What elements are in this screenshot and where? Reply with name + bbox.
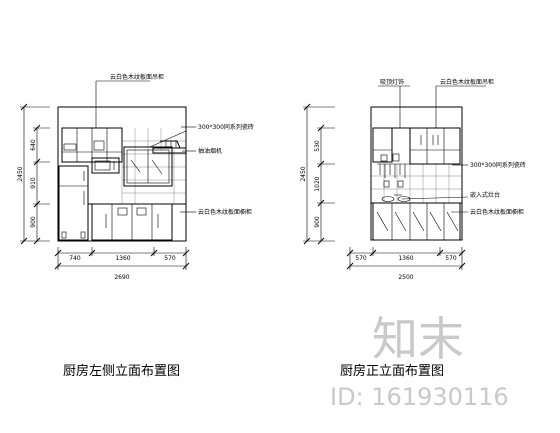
left-window [123,146,173,187]
right-dim-total: 2500 [398,274,413,281]
left-leaders [95,80,196,213]
right-upper-cabinet-left [372,127,393,163]
left-note-hood: 抽油烟机 [198,147,222,155]
left-title: 厨房左侧立面布置图 [63,363,180,379]
left-dim-side-3: 900 [30,216,37,228]
right-elevation: 吸顶灯饰 云白色木纹板面吊柜 300*300同系列瓷砖 嵌入式灶台 云白色木纹板… [300,78,526,379]
right-note-pendant: 吸顶灯饰 [380,78,404,86]
right-dim-bottom-3: 570 [445,255,457,262]
left-refrigerator [58,165,89,241]
left-dim-bottom-3: 570 [164,255,176,262]
right-dim-side-1: 530 [314,140,321,152]
left-elevation: 云白色木纹板面吊柜 300*300同系列瓷砖 抽油烟机 云白色木纹板面橱柜 24… [17,73,254,379]
right-dim-height: 2450 [300,166,307,181]
right-dim-vertical [303,103,335,245]
left-note-upper-cabinet: 云白色木纹板面吊柜 [110,73,164,81]
left-tile-grid [121,128,186,204]
watermark: 知末 ID: 161930116 [330,312,509,411]
left-base-cabinet [88,203,186,241]
right-note-tile: 300*300同系列瓷砖 [470,161,526,169]
left-dim-vertical [20,103,50,245]
right-note-stove: 嵌入式灶台 [470,191,500,199]
left-dim-height: 2450 [17,166,24,181]
right-wall-outline [370,106,463,241]
left-dim-side-2: 910 [30,177,37,189]
right-dim-bottom-2: 1360 [398,255,413,262]
right-stove [371,194,462,204]
left-note-lower-cabinet: 云白色木纹板面橱柜 [198,208,252,216]
left-dim-bottom-2: 1360 [115,255,130,262]
left-dim-total: 2690 [114,274,129,281]
left-wall-outline [57,106,187,242]
right-note-upper-cabinet: 云白色木纹板面吊柜 [440,78,494,86]
left-note-tile: 300*300同系列瓷砖 [198,123,254,131]
right-leaders [378,85,486,213]
left-upper-cabinet [61,127,123,163]
right-upper-cabinet [409,127,461,165]
left-range-hood [149,130,187,154]
watermark-id: ID: 161930116 [330,383,509,411]
right-title: 厨房正立面布置图 [340,363,444,379]
right-tile-grid [371,164,462,203]
right-note-lower-cabinet: 云白色木纹板面橱柜 [470,208,524,216]
right-hanging-rack [377,107,410,188]
right-dim-bottom-1: 570 [355,255,367,262]
left-dim-side-1: 640 [30,139,37,151]
left-dim-bottom-1: 740 [69,255,81,262]
right-dim-side-3: 900 [314,216,321,228]
right-base-cabinet [372,202,461,241]
left-dim-horizontal [54,247,190,270]
right-dim-side-2: 1020 [314,176,321,191]
left-microwave [91,157,120,174]
watermark-logo: 知末 [372,312,464,366]
right-dim-horizontal [346,247,466,270]
